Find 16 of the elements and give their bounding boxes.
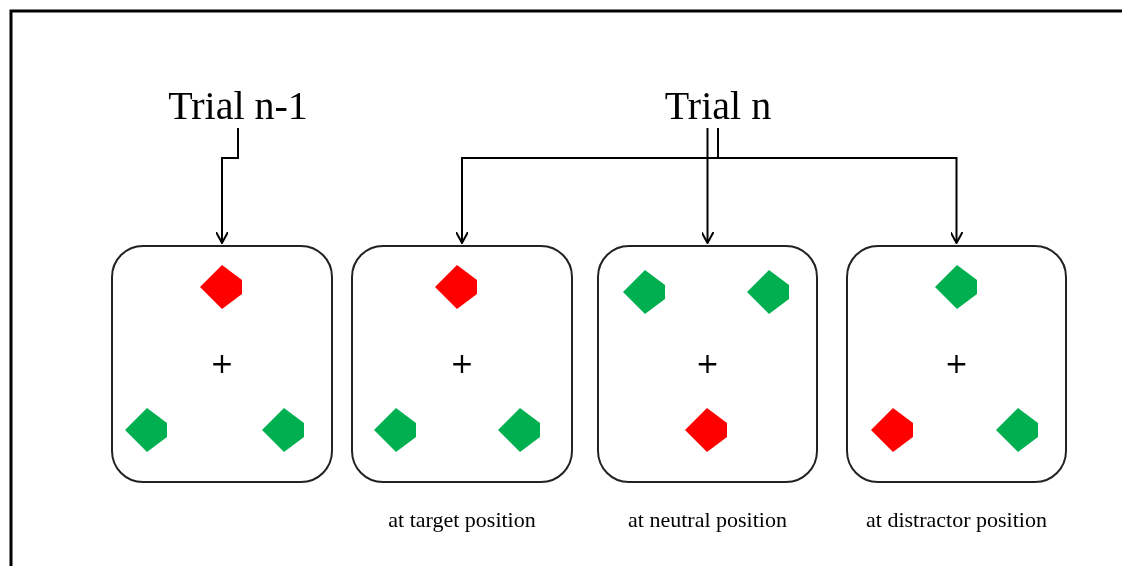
display-panel: [351, 245, 573, 483]
display-panel: [846, 245, 1067, 483]
fixation-cross: +: [449, 349, 475, 379]
arrow: [700, 127, 715, 244]
display-panel: [597, 245, 818, 483]
trial-heading: Trial n: [640, 84, 796, 128]
display-panel: [111, 245, 333, 483]
trial-heading: Trial n-1: [150, 84, 326, 128]
fixation-cross: +: [694, 349, 721, 379]
condition-caption: at neutral position: [627, 507, 788, 533]
condition-caption: at target position: [387, 507, 537, 533]
fixation-cross: +: [209, 349, 235, 379]
arrow: [717, 127, 964, 244]
fixation-cross: +: [943, 349, 970, 379]
arrow: [215, 127, 239, 244]
condition-caption: at distractor position: [865, 507, 1048, 533]
